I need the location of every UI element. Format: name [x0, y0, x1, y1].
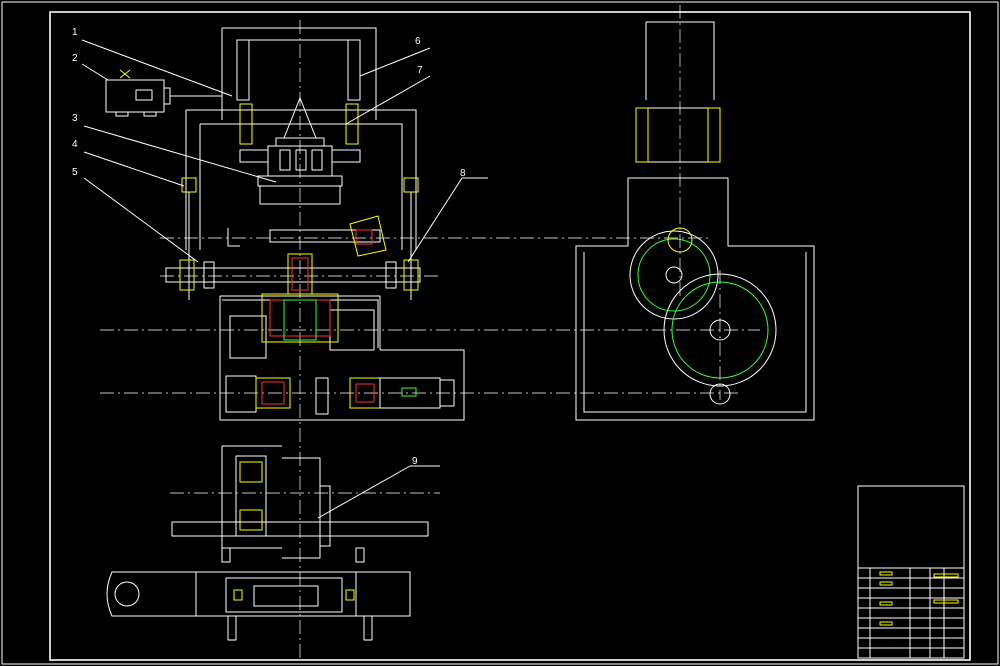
callout-9: 9 [412, 456, 418, 467]
callout-3: 3 [72, 113, 78, 124]
callout-4: 4 [72, 139, 78, 150]
callout-5: 5 [72, 167, 78, 178]
callout-8: 8 [460, 168, 466, 179]
bottom-view [106, 445, 429, 641]
callout-7: 7 [417, 65, 423, 76]
callout-leaders [81, 39, 488, 519]
side-view [575, 21, 815, 421]
centerlines [100, 5, 760, 660]
title-block [857, 485, 965, 659]
callout-1: 1 [72, 27, 78, 38]
callout-2: 2 [72, 53, 78, 64]
callout-numbers: 1 2 3 4 5 6 7 8 9 [72, 27, 466, 467]
callout-6: 6 [415, 36, 421, 47]
front-view [105, 27, 465, 421]
